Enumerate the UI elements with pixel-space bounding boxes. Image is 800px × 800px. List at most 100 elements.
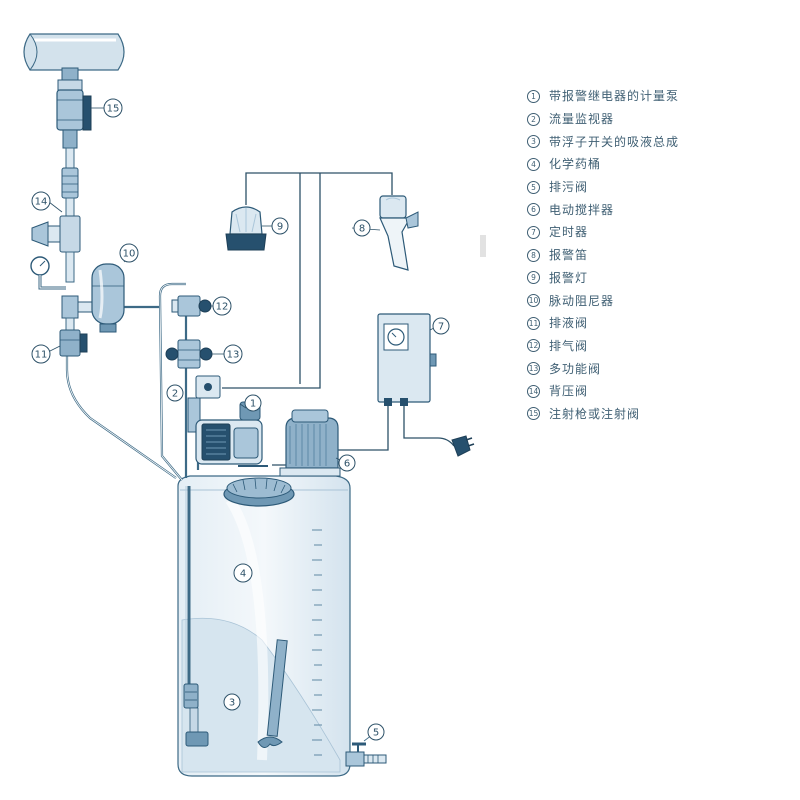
callout-5: 5	[367, 723, 385, 741]
legend-label: 排污阀	[549, 180, 589, 195]
legend-number: 15	[527, 407, 540, 421]
callouts: 1 2 3 4 5 6 7 8	[31, 98, 450, 741]
chemical-tank	[177, 475, 351, 777]
svg-text:4: 4	[240, 569, 246, 580]
pulsation-damper	[91, 263, 125, 333]
legend-number: 2	[527, 112, 540, 126]
level-scale	[312, 529, 322, 756]
svg-text:12: 12	[216, 302, 229, 313]
legend-item: 4 化学药桶	[527, 153, 679, 176]
legend-label: 电动搅拌器	[549, 202, 615, 217]
legend-number: 6	[527, 203, 540, 217]
callout-6: 6	[335, 454, 356, 472]
pipework-highlight	[66, 283, 186, 481]
legend-label: 注射枪或注射阀	[549, 406, 641, 421]
callout-10: 10	[119, 243, 139, 263]
legend-number: 4	[527, 157, 540, 171]
legend-item: 8 报警笛	[527, 244, 679, 267]
legend-label: 报警灯	[549, 270, 589, 285]
legend-number: 12	[527, 339, 540, 353]
wiring	[222, 172, 455, 466]
legend-label: 流量监视器	[549, 112, 615, 127]
svg-text:15: 15	[107, 104, 120, 115]
legend-number: 5	[527, 180, 540, 194]
electric-mixer	[279, 409, 341, 477]
svg-text:10: 10	[123, 249, 136, 260]
callout-2: 2	[166, 384, 184, 402]
legend-label: 报警笛	[549, 248, 589, 263]
legend-label: 带报警继电器的计量泵	[549, 89, 680, 104]
legend-item: 5 排污阀	[527, 176, 679, 199]
svg-text:3: 3	[229, 698, 235, 709]
legend-item: 15 注射枪或注射阀	[527, 403, 679, 426]
legend-label: 带浮子开关的吸液总成	[549, 134, 680, 149]
svg-text:5: 5	[373, 728, 379, 739]
svg-text:14: 14	[35, 197, 48, 208]
legend-label: 定时器	[549, 225, 589, 240]
legend-item: 14 背压阀	[527, 380, 679, 403]
multifunction-valve	[165, 339, 213, 369]
callout-8: 8	[351, 219, 381, 237]
vent-valve	[171, 295, 212, 317]
timer	[377, 313, 437, 406]
legend-label: 排液阀	[549, 316, 589, 331]
legend-number: 1	[527, 89, 540, 103]
callout-13: 13	[212, 344, 243, 364]
legend-item: 6 电动搅拌器	[527, 198, 679, 221]
callout-4: 4	[233, 563, 253, 583]
svg-text:8: 8	[359, 224, 365, 235]
mixer-shaft	[257, 639, 288, 748]
svg-text:13: 13	[227, 350, 240, 361]
svg-text:1: 1	[250, 399, 256, 410]
scrollbar-mark	[480, 235, 486, 257]
legend-item: 7 定时器	[527, 221, 679, 244]
drain-valve	[345, 734, 387, 767]
callout-14: 14	[31, 191, 63, 213]
callout-1: 1	[239, 394, 262, 412]
pressure-gauge	[30, 256, 66, 290]
legend-number: 13	[527, 362, 540, 376]
legend-item: 11 排液阀	[527, 312, 679, 335]
svg-text:7: 7	[438, 322, 444, 333]
legend-item: 9 报警灯	[527, 267, 679, 290]
svg-text:11: 11	[35, 350, 48, 361]
svg-text:2: 2	[172, 389, 178, 400]
legend-item: 1 带报警继电器的计量泵	[527, 85, 679, 108]
injection-valve	[56, 67, 92, 149]
callout-3: 3	[223, 693, 241, 711]
tank-lid	[223, 477, 295, 507]
legend-number: 11	[527, 316, 540, 330]
callout-15: 15	[91, 98, 123, 118]
legend-number: 14	[527, 384, 540, 398]
legend-label: 多功能阀	[549, 361, 602, 376]
legend-number: 9	[527, 271, 540, 285]
legend-item: 2 流量监视器	[527, 108, 679, 131]
alarm-siren	[379, 195, 419, 271]
legend-label: 化学药桶	[549, 157, 602, 172]
legend-number: 10	[527, 294, 540, 308]
legend-number: 3	[527, 135, 540, 149]
callout-7: 7	[429, 317, 450, 335]
drain-valve-11	[59, 329, 88, 357]
svg-text:9: 9	[277, 222, 283, 233]
callout-12: 12	[211, 296, 232, 316]
callout-9: 9	[262, 217, 289, 235]
legend-label: 脉动阻尼器	[549, 293, 615, 308]
legend-item: 3 带浮子开关的吸液总成	[527, 130, 679, 153]
main-pipe	[23, 33, 125, 71]
legend-item: 10 脉动阻尼器	[527, 289, 679, 312]
legend-number: 7	[527, 225, 540, 239]
callout-11: 11	[31, 344, 61, 364]
discharge-line-upper	[61, 147, 79, 217]
component-legend: 1 带报警继电器的计量泵 2 流量监视器 3 带浮子开关的吸液总成 4 化学药桶 5 排污…	[527, 85, 679, 425]
legend-number: 8	[527, 248, 540, 262]
svg-text:6: 6	[344, 459, 350, 470]
metering-pump	[195, 401, 268, 467]
back-pressure-valve	[31, 215, 81, 283]
legend-label: 背压阀	[549, 384, 589, 399]
legend-item: 13 多功能阀	[527, 357, 679, 380]
power-plug	[451, 435, 475, 457]
alarm-light	[225, 206, 267, 251]
discharge-line-lower	[61, 295, 93, 331]
